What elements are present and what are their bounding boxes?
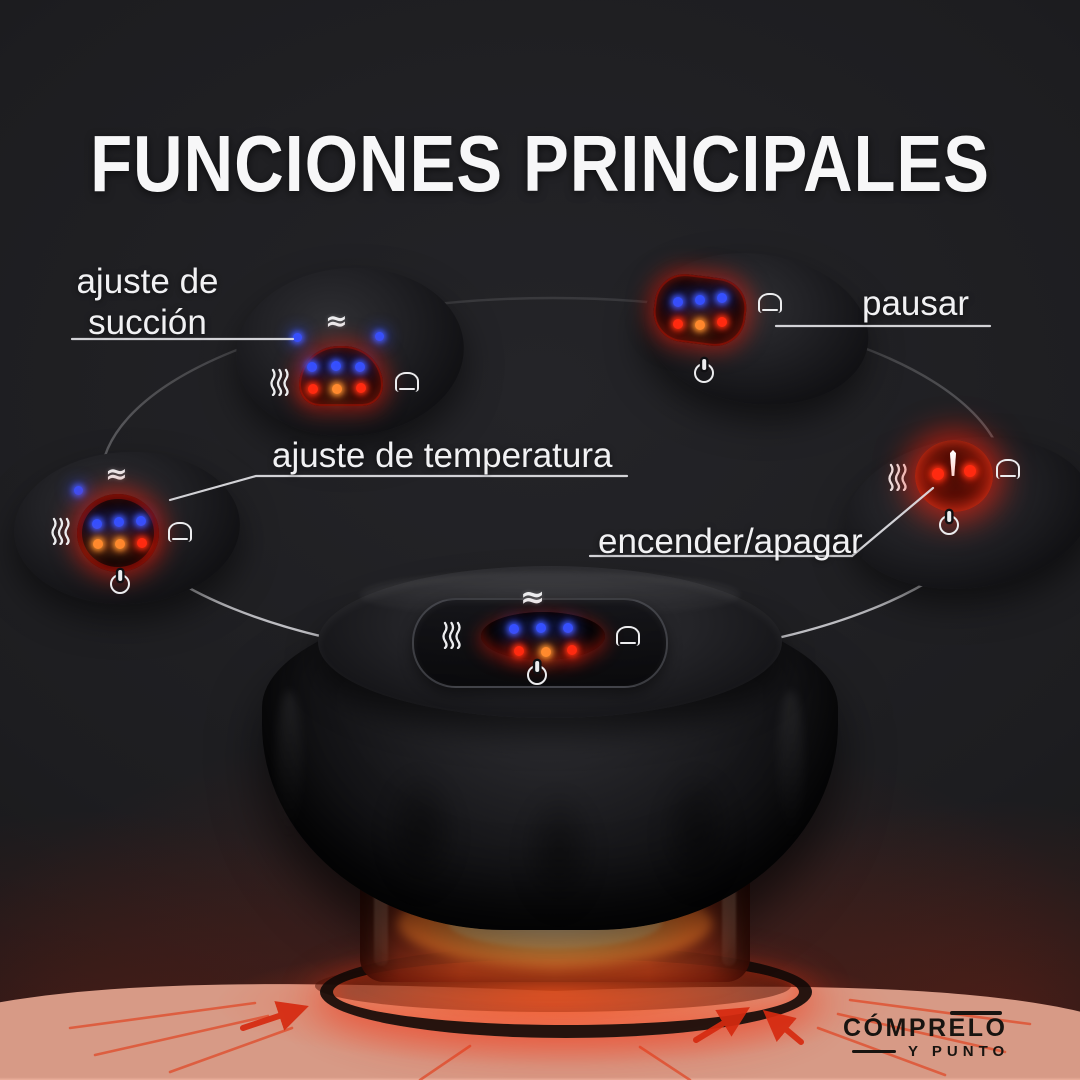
pointer-line-temperature: [168, 474, 629, 502]
edge-highlight: [276, 690, 302, 840]
callout-suction-line1: ajuste de: [76, 262, 219, 301]
led-dot: [93, 539, 103, 549]
callout-temperature-label: ajuste de temperatura: [272, 436, 613, 475]
grip-scallop: [380, 768, 462, 900]
led-dot: [673, 319, 683, 329]
callout-power-label: encender/apagar: [598, 522, 863, 561]
bell-icon: [395, 372, 419, 392]
logo-rule-top: [950, 1011, 1002, 1015]
suction-icon: ≈: [105, 459, 128, 490]
power-icon: [527, 665, 547, 685]
led-dot: [509, 624, 519, 634]
led-dot: [541, 647, 551, 657]
page-title: FUNCIONES PRINCIPALES: [90, 118, 990, 208]
callout-pause-label: pausar: [862, 284, 970, 323]
power-icon: [694, 363, 714, 383]
power-icon: [110, 574, 130, 594]
grip-scallop: [656, 768, 738, 900]
led-dot: [332, 384, 342, 394]
led-dot: [932, 468, 944, 480]
led-dot: [567, 645, 577, 655]
brand-logo: CÓMPRELO Y PUNTO: [838, 1004, 1028, 1066]
skin-arrow: [693, 1007, 750, 1043]
skin-arrow: [762, 1009, 804, 1045]
led-dot: [331, 361, 341, 371]
led-dot: [137, 538, 147, 548]
callout-suction-label: ajuste de succión: [40, 262, 255, 343]
led-dot: [92, 519, 102, 529]
led-dot: [355, 362, 365, 372]
led-dot: [115, 539, 125, 549]
led-dot: [136, 516, 146, 526]
led-dot: [307, 362, 317, 372]
led-dot: [536, 623, 546, 633]
led-dot: [114, 517, 124, 527]
callout-suction-line2: succión: [88, 302, 207, 342]
brand-name: CÓMPRELO: [843, 1014, 1008, 1042]
bell-icon: [996, 459, 1020, 479]
heat-rays: [68, 998, 1032, 1080]
led-dot: [964, 465, 976, 477]
brand-tagline: Y PUNTO: [908, 1043, 1010, 1060]
suction-icon: ≈: [520, 580, 546, 615]
heat-icon: [51, 517, 70, 545]
heat-icon: [270, 368, 289, 396]
led-dot: [308, 384, 318, 394]
led-dot: [695, 320, 705, 330]
heat-icon: [888, 463, 907, 491]
power-needle-icon: [950, 450, 956, 476]
bell-icon: [168, 522, 192, 542]
power-icon: [939, 515, 959, 535]
led-dot: [356, 383, 366, 393]
heat-icon: [442, 621, 461, 649]
pointer-line-power: [588, 486, 935, 558]
skin-arrow: [240, 1001, 309, 1031]
suction-icon: ≈: [325, 306, 348, 337]
led-dot: [514, 646, 524, 656]
led-dot: [717, 293, 727, 303]
led-display: [299, 346, 383, 406]
led-dot: [673, 297, 683, 307]
grip-scallop: [518, 788, 600, 920]
led-display: [77, 494, 159, 572]
led-dot: [717, 317, 727, 327]
bell-icon: [758, 293, 782, 313]
led-dot: [293, 333, 302, 342]
led-dot: [375, 332, 384, 341]
led-dot: [563, 623, 573, 633]
edge-highlight: [778, 690, 804, 840]
led-dot: [695, 295, 705, 305]
logo-rule-sub: [852, 1050, 896, 1053]
led-dot: [74, 486, 83, 495]
bell-icon: [616, 626, 640, 646]
